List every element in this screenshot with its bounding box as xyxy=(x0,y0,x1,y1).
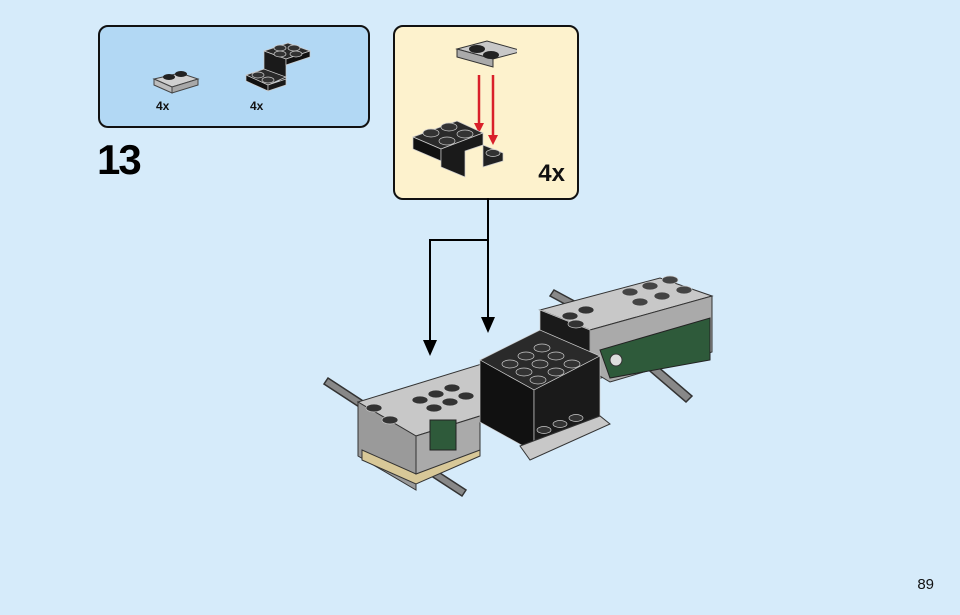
gray-plate-part-icon xyxy=(152,71,200,94)
parts-list-box: 4x 4x xyxy=(98,25,370,128)
sub-assembly-quantity: 4x xyxy=(538,160,565,187)
part-quantity: 4x xyxy=(156,99,170,113)
part-quantity: 4x xyxy=(250,99,264,113)
vehicle-chassis-model xyxy=(322,275,714,498)
sub-assembly-diagram xyxy=(412,40,517,178)
page-number: 89 xyxy=(917,576,934,593)
black-bracket-part-icon xyxy=(245,42,312,92)
step-number: 13 xyxy=(97,136,142,183)
sub-assembly-box: 4x xyxy=(393,25,579,200)
